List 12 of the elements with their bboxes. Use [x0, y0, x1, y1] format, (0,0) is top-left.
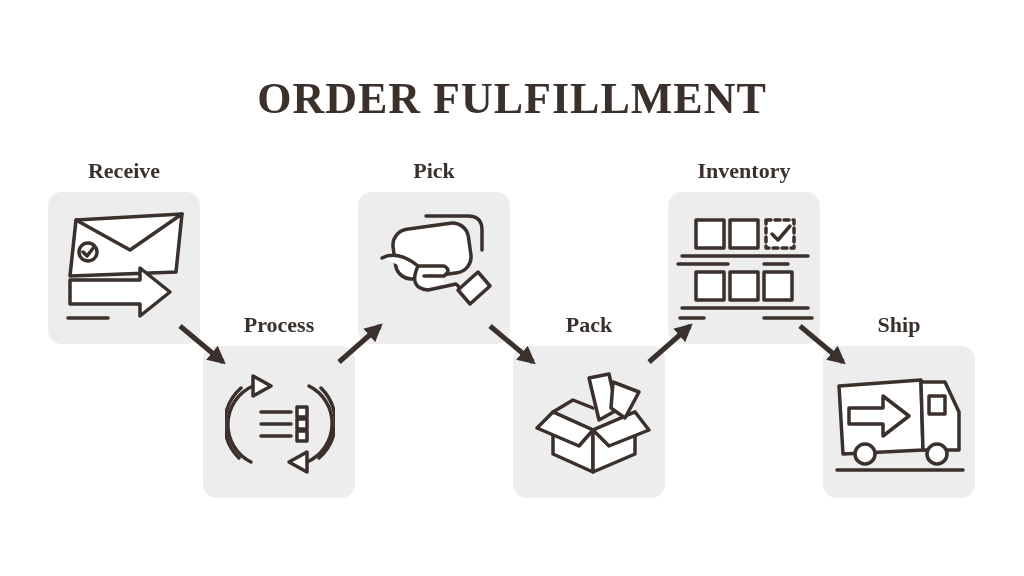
- step-label: Pack: [565, 312, 613, 338]
- arrow: [647, 323, 693, 364]
- step-label: Receive: [87, 158, 161, 184]
- arrow: [337, 323, 383, 364]
- arrow: [488, 324, 536, 365]
- step-label: Pick: [413, 158, 455, 184]
- step-label: Ship: [877, 312, 921, 338]
- arrow: [178, 324, 226, 365]
- step-label: Process: [243, 312, 315, 338]
- step-label: Inventory: [697, 158, 791, 184]
- arrow: [798, 324, 846, 365]
- title: ORDER FULFILLMENT: [257, 74, 767, 124]
